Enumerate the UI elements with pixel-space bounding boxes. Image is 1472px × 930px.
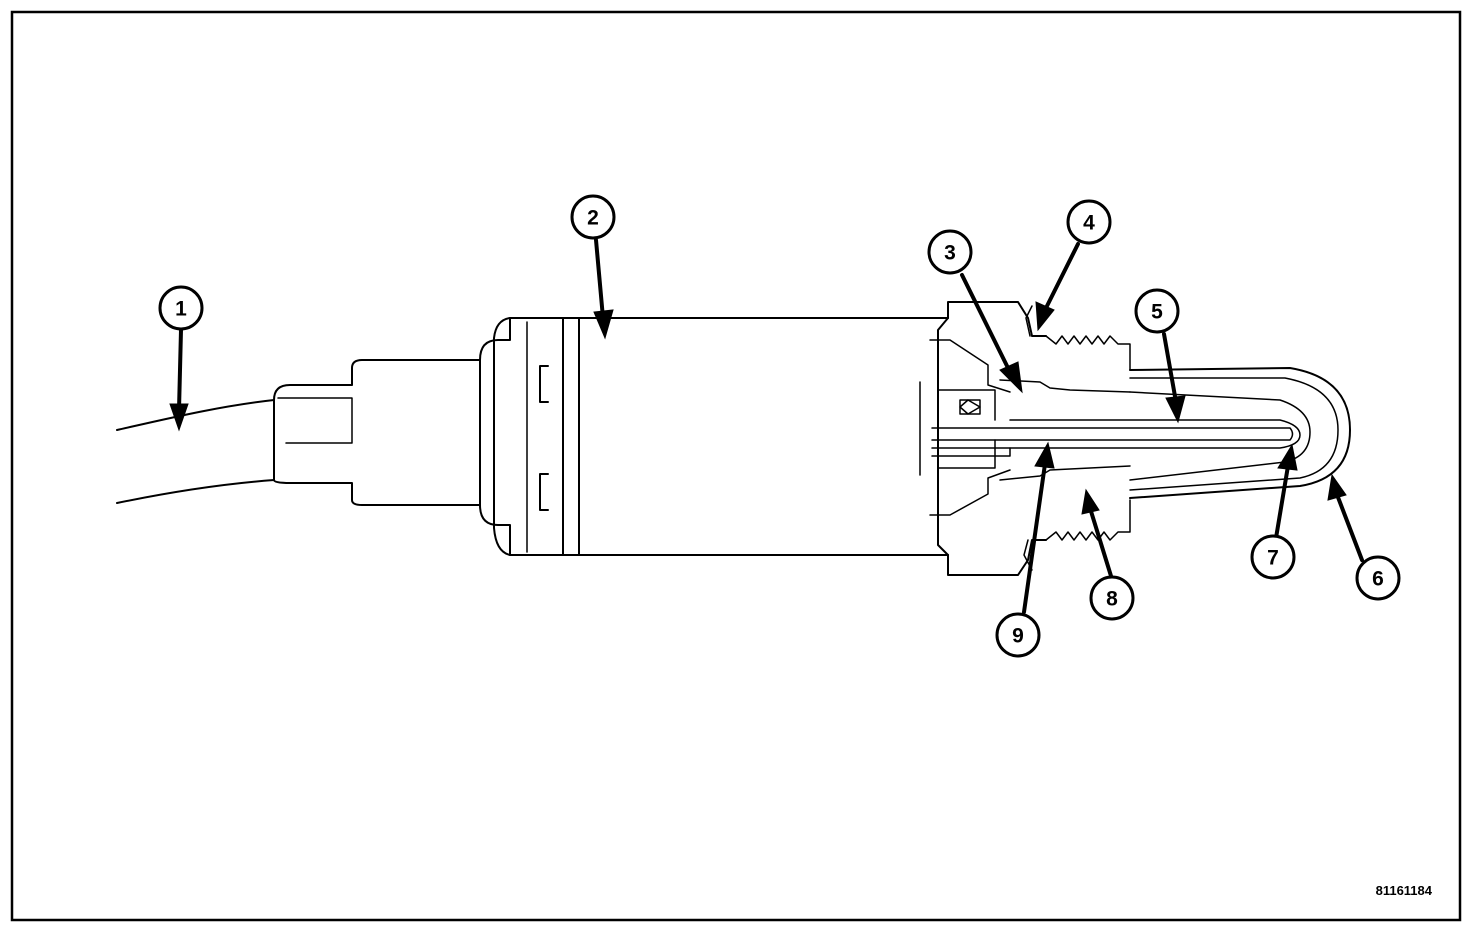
callout-2-label: 2	[587, 207, 599, 230]
callout-6: 6	[1355, 555, 1401, 601]
callout-8: 8	[1089, 575, 1135, 621]
callouts: 1 2 3 4 5 6 7 8	[158, 194, 1401, 658]
callout-1-label: 1	[175, 298, 187, 321]
callout-4: 4	[1066, 199, 1112, 245]
figure-border	[10, 10, 1462, 922]
callout-2: 2	[570, 194, 616, 240]
sensor-shell	[479, 317, 949, 556]
sensor-wire	[116, 399, 275, 504]
leader-lines	[169, 238, 1364, 614]
callout-9-label: 9	[1012, 625, 1024, 648]
callout-5: 5	[1134, 288, 1180, 334]
wire-boot	[273, 359, 481, 506]
sensor-hex-body	[919, 301, 1131, 576]
figure-id: 81161184	[1376, 883, 1433, 898]
callout-7-label: 7	[1267, 547, 1279, 570]
callout-3: 3	[927, 229, 973, 275]
callout-7: 7	[1250, 534, 1296, 580]
callout-3-label: 3	[944, 242, 956, 265]
callout-5-label: 5	[1151, 301, 1163, 324]
callout-8-label: 8	[1106, 588, 1118, 611]
callout-6-label: 6	[1372, 568, 1384, 591]
callout-4-label: 4	[1083, 212, 1095, 235]
callout-9: 9	[995, 612, 1041, 658]
callout-1: 1	[158, 285, 204, 331]
